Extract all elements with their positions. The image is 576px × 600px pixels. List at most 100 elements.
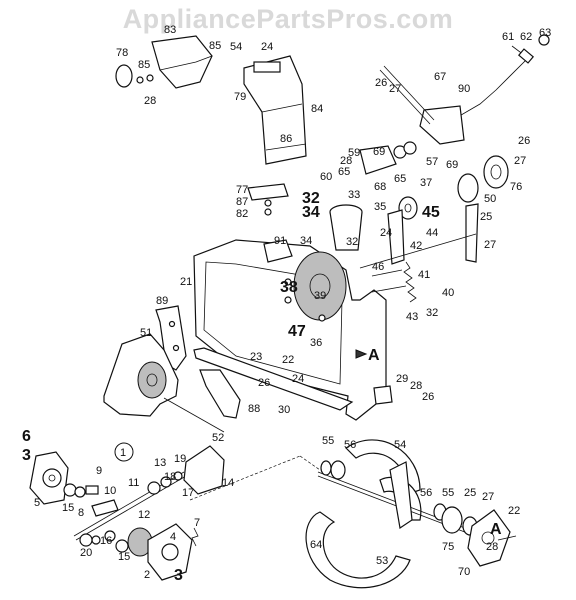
part-label[interactable]: 27 <box>514 155 526 167</box>
part-label[interactable]: 6 <box>22 428 31 445</box>
part-label[interactable]: 34 <box>302 204 320 221</box>
part-label[interactable]: 26 <box>422 391 434 403</box>
part-label[interactable]: 56 <box>344 439 356 451</box>
part-label[interactable]: 79 <box>234 91 246 103</box>
part-label[interactable]: 61 <box>502 31 514 43</box>
part-label[interactable]: 42 <box>410 240 422 252</box>
part-label[interactable]: 51 <box>140 327 152 339</box>
part-label[interactable]: 44 <box>426 227 438 239</box>
part-label[interactable]: 78 <box>116 47 128 59</box>
pulley-76[interactable] <box>483 155 509 189</box>
part-label[interactable]: 55 <box>442 487 454 499</box>
part-label[interactable]: 5 <box>34 497 40 509</box>
part-label[interactable]: 27 <box>484 239 496 251</box>
part-label[interactable]: 83 <box>164 24 176 36</box>
part-label[interactable]: 24 <box>292 373 304 385</box>
part-label[interactable]: 22 <box>508 505 520 517</box>
part-label[interactable]: 36 <box>310 337 322 349</box>
part-label[interactable]: 33 <box>348 189 360 201</box>
part-label[interactable]: 62 <box>520 31 532 43</box>
chute-deflector[interactable] <box>151 35 213 89</box>
part-label[interactable]: 70 <box>458 566 470 578</box>
shave-plate[interactable] <box>193 347 354 411</box>
part-label[interactable]: 60 <box>320 171 332 183</box>
part-label[interactable]: 89 <box>156 295 168 307</box>
part-label[interactable]: 7 <box>194 517 200 529</box>
part-label[interactable]: 15 <box>118 551 130 563</box>
part-label[interactable]: 3 <box>22 447 31 464</box>
part-label[interactable]: 9 <box>96 465 102 477</box>
part-label[interactable]: 87 <box>236 196 248 208</box>
part-label[interactable]: 27 <box>389 83 401 95</box>
part-label[interactable]: 45 <box>422 204 440 221</box>
part-label[interactable]: 15 <box>62 502 74 514</box>
part-label[interactable]: 64 <box>310 539 322 551</box>
part-label[interactable]: 24 <box>380 227 392 239</box>
part-label[interactable]: 59 <box>348 147 360 159</box>
part-label[interactable]: 82 <box>236 208 248 220</box>
bearing-flange[interactable] <box>467 509 511 567</box>
part-label[interactable]: 20 <box>80 547 92 559</box>
auger-flight[interactable] <box>305 511 411 589</box>
part-label[interactable]: 40 <box>442 287 454 299</box>
skid-shoe-88[interactable] <box>199 369 241 419</box>
part-label[interactable]: 11 <box>128 477 139 489</box>
part-label[interactable]: 69 <box>446 159 458 171</box>
part-label[interactable]: 24 <box>261 41 273 53</box>
part-label[interactable]: 28 <box>486 541 498 553</box>
part-label[interactable]: 91 <box>274 235 286 247</box>
part-label[interactable]: 25 <box>464 487 476 499</box>
part-label[interactable]: 86 <box>280 133 292 145</box>
gear-case-cover[interactable] <box>183 445 225 495</box>
part-label[interactable]: 77 <box>236 184 248 196</box>
part-label[interactable]: 37 <box>420 177 432 189</box>
part-label[interactable]: 32 <box>426 307 438 319</box>
part-label[interactable]: 52 <box>212 432 224 444</box>
part-label[interactable]: 35 <box>374 201 386 213</box>
part-label[interactable]: 19 <box>174 453 186 465</box>
part-label[interactable]: 32 <box>346 236 358 248</box>
part-label[interactable]: 43 <box>406 311 418 323</box>
skid-shoe-89[interactable] <box>155 305 187 371</box>
part-label[interactable]: 38 <box>280 279 298 296</box>
part-label[interactable]: 26 <box>518 135 530 147</box>
part-label[interactable]: 50 <box>484 193 496 205</box>
part-label[interactable]: 41 <box>418 269 430 281</box>
part-label[interactable]: 18 <box>164 471 176 483</box>
part-label[interactable]: 22 <box>282 354 294 366</box>
part-label[interactable]: 53 <box>376 555 388 567</box>
part-label[interactable]: 56 <box>420 487 432 499</box>
part-label[interactable]: 76 <box>510 181 522 193</box>
part-label[interactable]: 8 <box>78 507 84 519</box>
part-label[interactable]: 68 <box>374 181 386 193</box>
part-label[interactable]: 84 <box>311 103 323 115</box>
part-label[interactable]: 90 <box>458 83 470 95</box>
part-label[interactable]: 34 <box>300 235 312 247</box>
part-label[interactable]: 54 <box>394 439 406 451</box>
part-label[interactable]: 16 <box>100 535 112 547</box>
part-label[interactable]: 28 <box>340 155 352 167</box>
pulley-50[interactable] <box>457 173 479 203</box>
part-label[interactable]: 65 <box>338 166 350 178</box>
part-label[interactable]: 57 <box>426 156 438 168</box>
part-label[interactable]: 26 <box>375 77 387 89</box>
part-label[interactable]: 27 <box>482 491 494 503</box>
part-label[interactable]: 23 <box>250 351 262 363</box>
part-label[interactable]: 46 <box>372 261 384 273</box>
chute-knob[interactable] <box>115 64 133 88</box>
part-label[interactable]: 2 <box>144 569 150 581</box>
part-label[interactable]: 21 <box>180 276 192 288</box>
part-label[interactable]: 28 <box>410 380 422 392</box>
part-label[interactable]: 26 <box>258 377 270 389</box>
part-label[interactable]: 28 <box>144 95 156 107</box>
part-label[interactable]: 10 <box>104 485 116 497</box>
part-label[interactable]: 17 <box>182 487 194 499</box>
discharge-chute[interactable] <box>243 55 307 165</box>
part-label[interactable]: 13 <box>154 457 166 469</box>
part-label[interactable]: 88 <box>248 403 260 415</box>
part-label[interactable]: 39 <box>314 290 326 302</box>
part-label[interactable]: 25 <box>480 211 492 223</box>
part-label[interactable]: 55 <box>322 435 334 447</box>
part-label[interactable]: 67 <box>434 71 446 83</box>
part-label[interactable]: 85 <box>209 40 221 52</box>
